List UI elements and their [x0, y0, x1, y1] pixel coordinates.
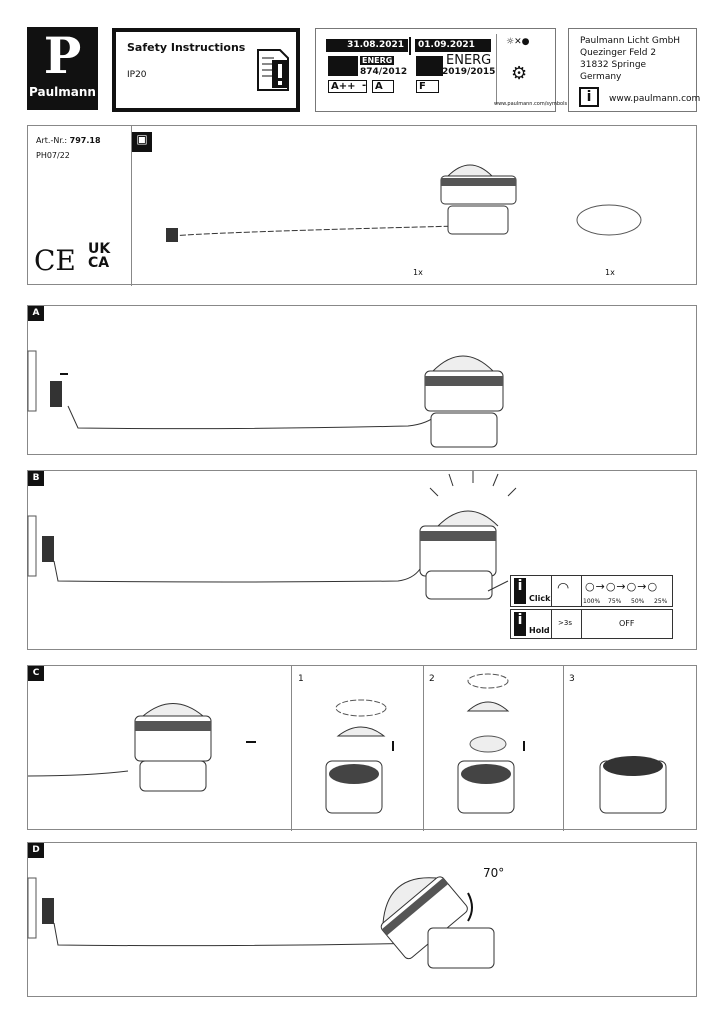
date-old: 31.08.2021	[326, 39, 408, 52]
plug-into-socket-drawing	[27, 350, 504, 448]
article-number: 797.18	[69, 136, 101, 145]
info-icon: i	[514, 578, 526, 604]
symbol-icons: ☼✕●	[506, 37, 530, 47]
click-dimming-table: i Click ◠ ○→○→○→○ 100% 75% 50% 25%	[510, 575, 673, 607]
step-c-label: C	[28, 666, 44, 681]
lamp-quantity: 1x	[413, 268, 423, 277]
energy-label-box: 31.08.2021 01.09.2021 ENERG 874/2012 ENE…	[315, 28, 567, 112]
step-d-panel: D 70°	[27, 842, 697, 997]
ce-mark: CE	[34, 244, 76, 277]
website-link[interactable]: www.paulmann.com	[609, 94, 701, 104]
lamp-with-cable-drawing	[166, 164, 517, 242]
energy-class-new: F	[416, 80, 439, 93]
ip-rating: IP20	[127, 70, 147, 80]
hold-off-table: i Hold >3s OFF	[510, 609, 673, 639]
package-icon: ▣	[132, 132, 152, 152]
dimmer-arc-icon: ◠	[557, 580, 570, 596]
lamp-tilt-drawing	[27, 876, 495, 969]
click-label: Click	[529, 594, 551, 603]
hold-label: Hold	[529, 626, 550, 635]
info-icon: i	[579, 87, 599, 107]
substep-2-label: 2	[429, 674, 435, 684]
document-warning-icon	[257, 49, 289, 91]
hold-time: >3s	[558, 619, 572, 627]
substep-3-label: 3	[569, 674, 575, 684]
safety-instructions-box: Safety Instructions IP20	[112, 28, 300, 112]
eu-flag-icon	[328, 56, 358, 76]
cover-replacement-drawing	[27, 673, 667, 814]
step-b-panel: B i Click ◠ ○→○→○→○ 100% 75% 50% 25% i H…	[27, 470, 697, 650]
brand-name: Paulmann	[29, 85, 96, 99]
date-new: 01.09.2021	[415, 39, 491, 52]
step-b-label: B	[28, 471, 44, 486]
manufacturer-address: Paulmann Licht GmbH Quezinger Feld 2 318…	[568, 28, 701, 112]
symbols-url: www.paulmann.com/symbols	[494, 101, 568, 107]
cover-disc-drawing	[576, 204, 642, 236]
eu-flag-icon	[416, 56, 443, 76]
product-code: PH07/22	[36, 151, 70, 160]
disc-quantity: 1x	[605, 268, 615, 277]
paulmann-logo: P Paulmann	[27, 27, 98, 110]
tilt-angle: 70°	[483, 866, 505, 880]
disposal-icon: ⚙	[511, 63, 528, 84]
level-circles-icon: ○→○→○→○	[585, 580, 659, 593]
lamp-on-drawing	[27, 471, 517, 600]
info-icon: i	[514, 612, 526, 636]
substep-1-label: 1	[298, 674, 304, 684]
step-c-panel: C 1 2 3	[27, 665, 697, 831]
off-label: OFF	[619, 619, 635, 628]
step-a-label: A	[28, 306, 44, 321]
step-a-panel: A	[27, 305, 697, 455]
safety-title: Safety Instructions	[127, 41, 246, 54]
step-d-label: D	[28, 843, 44, 858]
energy-class-old-low: A	[372, 80, 394, 93]
energy-class-old-high: A++	[328, 80, 367, 93]
